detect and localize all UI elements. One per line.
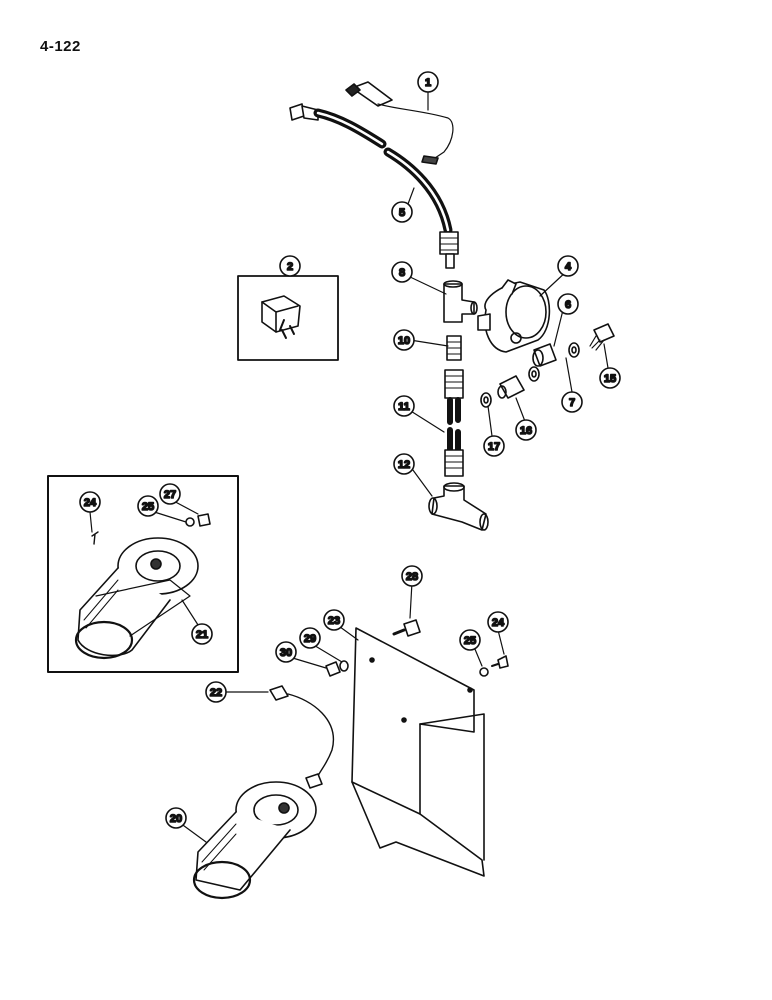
callout-label: 10 (398, 335, 410, 347)
callout-label: 24 (492, 617, 505, 629)
callout-6: 6 (557, 293, 579, 315)
part-relay-box (237, 275, 339, 361)
callout-8: 8 (391, 261, 413, 283)
callout-label: 25 (464, 635, 476, 647)
callout-24-right: 24 (487, 611, 509, 633)
callout-12: 12 (393, 453, 415, 475)
part-bolt-28 (392, 619, 421, 637)
callout-label: 5 (399, 207, 405, 219)
callout-label: 22 (210, 687, 222, 699)
callout-21: 21 (191, 623, 213, 645)
part-nut-30 (325, 661, 341, 677)
callout-label: 30 (280, 647, 292, 659)
callout-label: 11 (398, 401, 410, 413)
callout-25-right: 25 (459, 629, 481, 651)
part-bracket (351, 627, 485, 877)
part-washer-29 (339, 660, 349, 672)
part-harness (269, 685, 335, 789)
callout-22: 22 (205, 681, 227, 703)
part-screw-24 (491, 655, 509, 669)
part-alarm-box (47, 475, 239, 673)
callout-label: 21 (196, 629, 208, 641)
callout-25-left: 25 (137, 495, 159, 517)
leader-lines (89, 91, 609, 843)
callout-label: 15 (604, 373, 616, 385)
callout-label: 20 (170, 813, 182, 825)
callout-label: 23 (328, 615, 340, 627)
part-hose-assembly (289, 103, 459, 269)
callout-11: 11 (393, 395, 415, 417)
callout-16: 16 (515, 419, 537, 441)
callout-label: 4 (565, 261, 572, 273)
callout-label: 28 (406, 571, 418, 583)
callout-15: 15 (599, 367, 621, 389)
callout-label: 2 (287, 261, 293, 273)
callout-label: 29 (304, 633, 316, 645)
part-washer-small (480, 392, 492, 408)
callout-30: 30 (275, 641, 297, 663)
callout-label: 6 (565, 299, 571, 311)
callout-28: 28 (401, 565, 423, 587)
callout-label: 1 (425, 77, 431, 89)
callout-label: 27 (164, 489, 176, 501)
part-pressure-switch (477, 279, 551, 353)
callout-label: 25 (142, 501, 154, 513)
callout-label: 24 (84, 497, 97, 509)
callout-1: 1 (417, 71, 439, 93)
callout-4: 4 (557, 255, 579, 277)
callout-label: 12 (398, 459, 410, 471)
page-number: 4-122 (40, 38, 81, 55)
callout-23: 23 (323, 609, 345, 631)
callout-label: 16 (520, 425, 532, 437)
callout-7: 7 (561, 391, 583, 413)
callout-label: 7 (569, 397, 575, 409)
callout-17: 17 (483, 435, 505, 457)
callout-29: 29 (299, 627, 321, 649)
part-tee-fitting (443, 280, 478, 323)
part-adapter (446, 335, 462, 361)
callout-24-left: 24 (79, 491, 101, 513)
part-connector-fitting (497, 375, 525, 399)
part-washer-upper (568, 342, 580, 358)
callout-20: 20 (165, 807, 187, 829)
part-banjo-fitting (532, 343, 557, 367)
part-hose (444, 369, 464, 477)
callout-10: 10 (393, 329, 415, 351)
part-tee (428, 482, 489, 531)
callout-5: 5 (391, 201, 413, 223)
part-alarm (192, 781, 317, 900)
callout-2: 2 (279, 255, 301, 277)
part-bolt (589, 323, 615, 351)
callout-27: 27 (159, 483, 181, 505)
part-washer-lower (528, 366, 540, 382)
part-wire-lead (345, 81, 454, 165)
callout-label: 8 (399, 267, 405, 279)
part-nut-25 (479, 667, 489, 677)
callout-label: 17 (488, 441, 500, 453)
